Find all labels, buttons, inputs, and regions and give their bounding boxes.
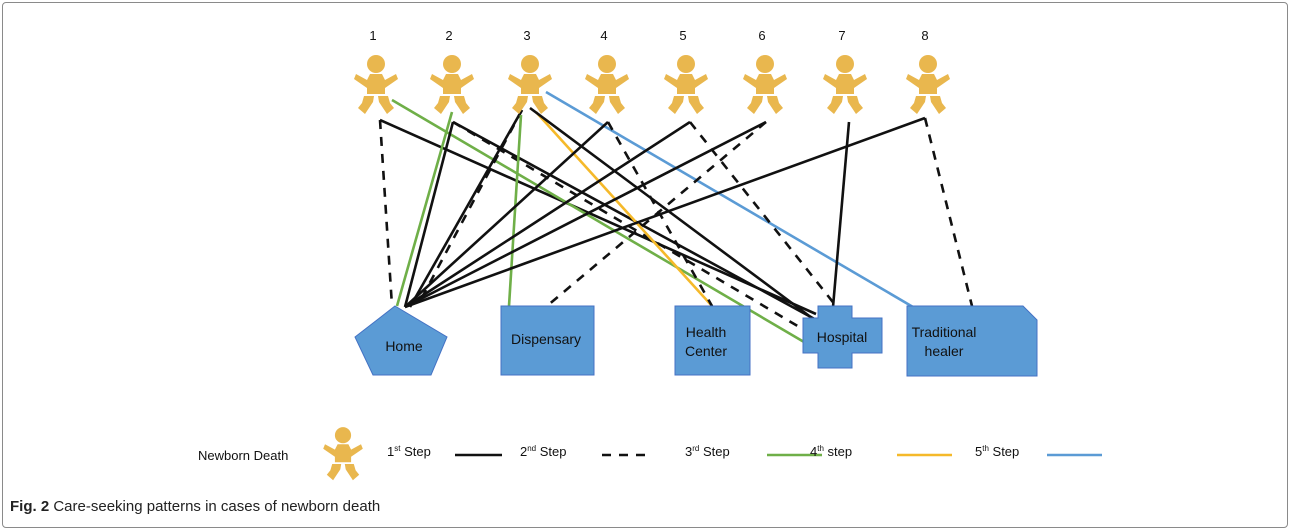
path-line-baby-2-to-home-step-3 (395, 111, 454, 307)
legend-item-step-5: 5th Step (975, 444, 1102, 459)
path-line-baby-8-to-home-step-1 (404, 116, 926, 309)
facility-label-traditional-healer: healer (925, 343, 964, 359)
figure-caption: Fig. 2 Care-seeking patterns in cases of… (10, 498, 380, 515)
facility-dispensary: Dispensary (500, 305, 595, 376)
path-line-baby-8-to-traditional-healer-step-2 (923, 117, 974, 307)
path-line-baby-5-to-home-step-1 (404, 120, 691, 309)
facility-traditional-healer: Traditional healer (906, 305, 1038, 377)
newborn-icon-8 (906, 55, 950, 114)
facility-label-hospital: Hospital (817, 329, 868, 345)
baby-number-3: 3 (523, 28, 530, 43)
legend-label-step-4: 4th step (810, 444, 852, 459)
facility-home: Home (354, 305, 448, 376)
newborn-icon-1 (354, 55, 398, 114)
path-line-baby-2-to-home-step-1 (403, 121, 455, 308)
baby-number-5: 5 (679, 28, 686, 43)
facility-label-health-center: Center (685, 343, 727, 359)
path-line-baby-3-to-health-center-step-4 (535, 111, 713, 307)
path-line-baby-5-to-hospital-step-2 (688, 121, 838, 307)
facility-label-health-center: Health (686, 324, 726, 340)
facility-label-dispensary: Dispensary (511, 331, 581, 347)
baby-number-8: 8 (921, 28, 928, 43)
path-line-baby-3-to-home-step-2 (416, 109, 524, 306)
legend-icon-label: Newborn Death (198, 448, 288, 463)
newborn-icon-5 (664, 55, 708, 114)
baby-number-1: 1 (369, 28, 376, 43)
legend-label-step-1: 1st Step (387, 444, 431, 459)
caption-text: Care-seeking patterns in cases of newbor… (53, 498, 381, 515)
facility-label-traditional-healer: Traditional (912, 324, 977, 340)
rectangle-shape (500, 305, 595, 376)
legend-newborn-icon (323, 427, 363, 481)
baby-number-2: 2 (445, 28, 452, 43)
path-line-baby-1-to-hospital-step-3 (391, 98, 805, 344)
snipped-rectangle-shape (906, 305, 1038, 377)
newborn-icon-6 (743, 55, 787, 114)
baby-row: 1 2 3 4 5 6 7 8 (354, 28, 950, 114)
newborn-icon-4 (585, 55, 629, 114)
baby-number-6: 6 (758, 28, 765, 43)
newborn-icon-2 (430, 55, 474, 114)
pentagon-shape (354, 305, 448, 376)
legend-item-step-2: 2nd Step (520, 444, 652, 459)
connection-lines (378, 90, 974, 344)
caption-label: Fig. 2 (10, 498, 50, 515)
path-line-baby-7-to-hospital-step-1 (831, 121, 851, 308)
legend-item-step-4: 4th step (810, 444, 952, 459)
facility-hospital: Hospital (802, 305, 883, 369)
legend-label-step-3: 3rd Step (685, 444, 730, 459)
legend-label-step-5: 5th Step (975, 444, 1019, 459)
path-line-baby-3-to-traditional-healer-step-5 (545, 90, 914, 309)
legend-label-step-2: 2nd Step (520, 444, 567, 459)
legend: Newborn Death 1st Step 2nd Step 3rd Step 4th… (198, 427, 1102, 481)
baby-number-4: 4 (600, 28, 607, 43)
newborn-icon-3 (508, 55, 552, 114)
path-line-baby-3-to-dispensary-step-3 (507, 114, 523, 307)
rectangle-shape (674, 305, 751, 376)
facility-label-home: Home (385, 338, 423, 354)
legend-item-step-1: 1st Step (387, 444, 502, 459)
newborn-icon-7 (823, 55, 867, 114)
baby-number-7: 7 (838, 28, 845, 43)
path-line-baby-3-to-hospital-step-1 (529, 106, 813, 320)
legend-item-step-3: 3rd Step (685, 444, 822, 459)
path-line-baby-6-to-dispensary-step-2 (546, 121, 767, 307)
path-line-baby-6-to-home-step-1 (404, 120, 767, 309)
path-line-baby-1-to-home-step-2 (378, 119, 394, 307)
plus-shape (802, 305, 883, 369)
path-line-baby-4-to-home-step-1 (404, 121, 609, 308)
